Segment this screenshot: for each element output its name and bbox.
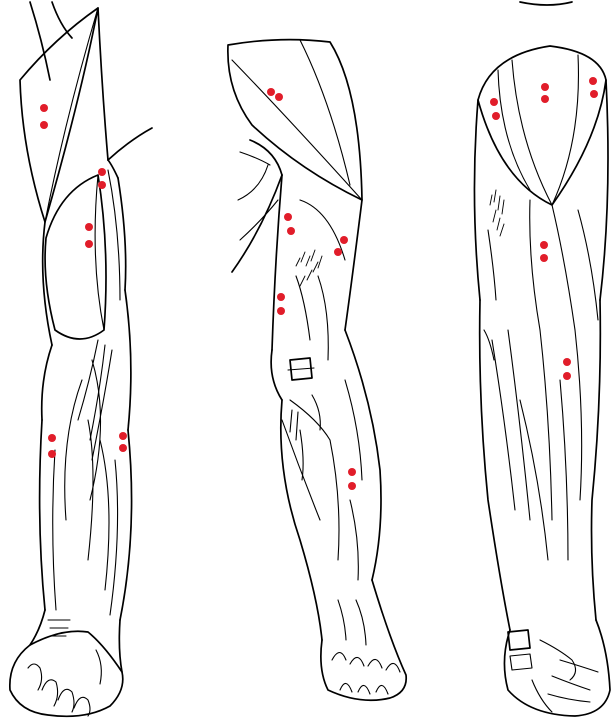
marker-dot: [540, 241, 548, 249]
marker-dot: [85, 223, 93, 231]
marker-dot: [590, 90, 598, 98]
marker-dot: [267, 88, 275, 96]
marker-dot: [119, 444, 127, 452]
side-view: [228, 40, 406, 701]
marker-dot: [348, 482, 356, 490]
marker-dot: [119, 432, 127, 440]
front-view-outline: [10, 2, 152, 716]
marker-dot: [85, 240, 93, 248]
back-view-markers: [490, 77, 598, 380]
marker-dot: [40, 104, 48, 112]
marker-dot: [48, 434, 56, 442]
marker-dot: [563, 372, 571, 380]
side-view-outline: [228, 40, 406, 701]
marker-dot: [98, 181, 106, 189]
marker-dot: [490, 98, 498, 106]
front-view: [10, 2, 152, 716]
marker-dot: [541, 83, 549, 91]
marker-dot: [98, 168, 106, 176]
marker-dot: [277, 307, 285, 315]
marker-dot: [563, 358, 571, 366]
marker-dot: [334, 248, 342, 256]
marker-dot: [540, 254, 548, 262]
marker-dot: [277, 293, 285, 301]
marker-dot: [589, 77, 597, 85]
marker-dot: [40, 121, 48, 129]
marker-dot: [492, 112, 500, 120]
front-view-markers: [40, 104, 127, 458]
marker-dot: [287, 227, 295, 235]
marker-dot: [48, 450, 56, 458]
marker-dot: [348, 468, 356, 476]
back-view-outline: [474, 2, 610, 716]
marker-dot: [275, 93, 283, 101]
marker-dot: [284, 213, 292, 221]
marker-dot: [541, 95, 549, 103]
marker-dot: [340, 236, 348, 244]
back-view: [474, 2, 610, 716]
